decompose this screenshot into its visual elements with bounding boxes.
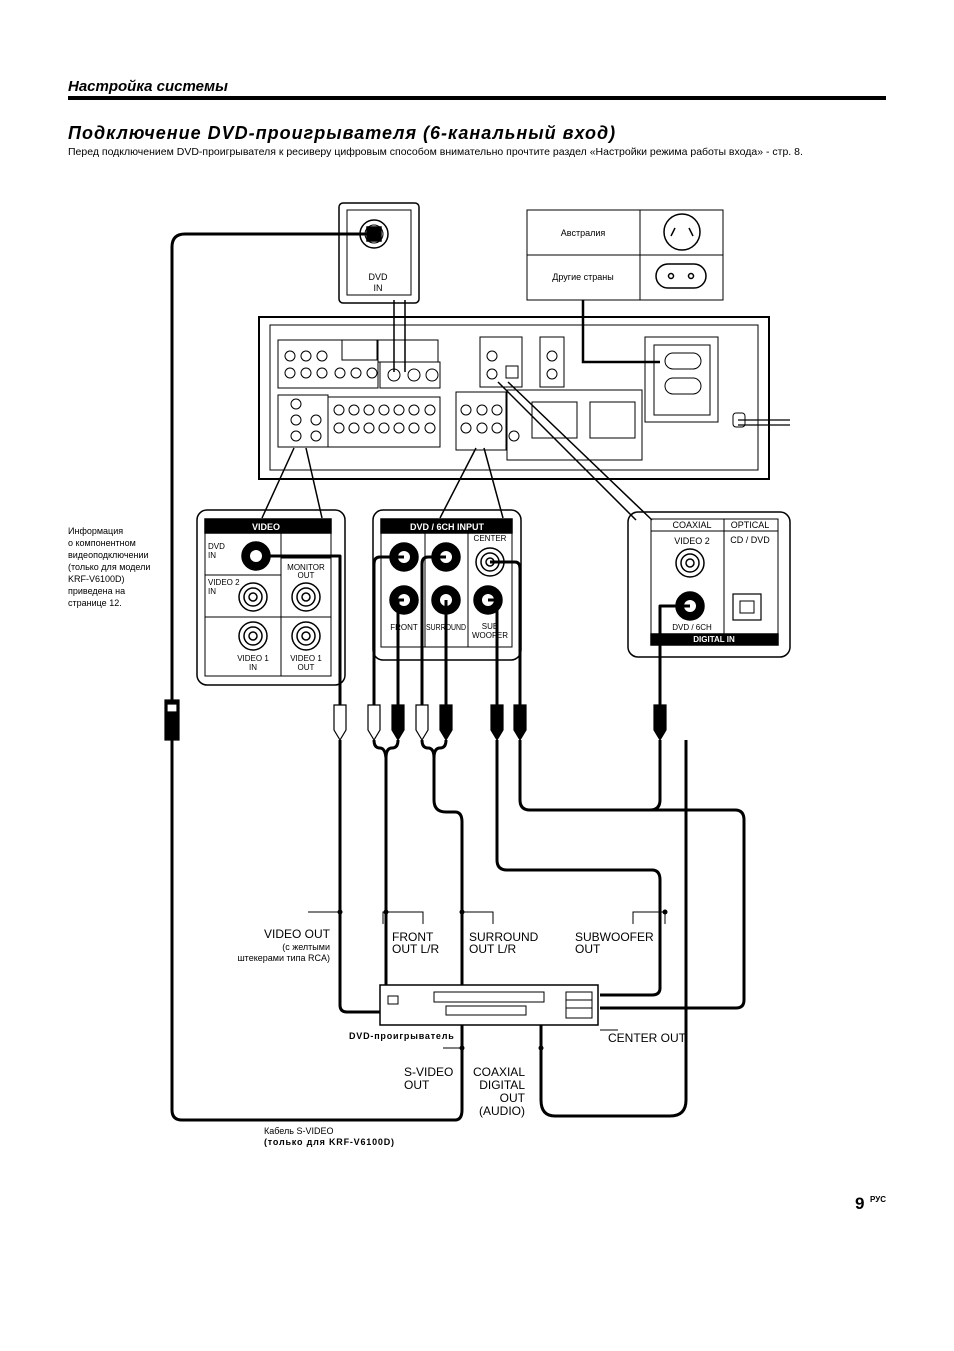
svg-text:о компонентном: о компонентном	[68, 538, 136, 548]
component-note: Информация о компонентном видеоподключен…	[68, 526, 150, 608]
svg-text:OUT L/R: OUT L/R	[392, 942, 439, 956]
cable-note: Кабель S-VIDEO	[264, 1126, 333, 1136]
svg-text:OUT: OUT	[298, 571, 315, 580]
receiver-rear-panel	[258, 300, 790, 480]
svg-text:IN: IN	[208, 551, 216, 560]
coaxial-out-label: COAXIAL	[473, 1065, 525, 1079]
video2-in-label: VIDEO 2	[208, 578, 240, 587]
zoom-lines	[261, 300, 653, 521]
plug-table	[526, 209, 724, 301]
surround-out-label: SURROUND	[469, 930, 539, 944]
header-rule	[68, 96, 886, 100]
svg-text:DIGITAL: DIGITAL	[479, 1078, 525, 1092]
video-panel	[196, 509, 346, 686]
dvd-in-label: DVD	[208, 542, 225, 551]
dvd-6ch-label: DVD / 6CH	[672, 623, 712, 632]
cd-dvd-label: CD / DVD	[730, 535, 770, 545]
front-label: FRONT	[390, 623, 418, 632]
svg-text:IN: IN	[249, 663, 257, 672]
plug-row-other: Другие страны	[552, 272, 613, 282]
svg-text:OUT: OUT	[575, 942, 601, 956]
cables	[170, 232, 746, 1122]
svg-text:странице 12.: странице 12.	[68, 598, 122, 608]
plug-row-australia: Австралия	[561, 228, 606, 238]
video1-out-label: VIDEO 1	[290, 654, 322, 663]
svg-text:KRF-V6100D): KRF-V6100D)	[68, 574, 125, 584]
svideo-out-label: S-VIDEO	[404, 1065, 453, 1079]
svg-text:OUT: OUT	[298, 663, 315, 672]
section-heading: Настройка системы	[68, 78, 228, 95]
six-ch-header: DVD / 6CH INPUT	[410, 522, 485, 532]
video-panel-header: VIDEO	[252, 522, 280, 532]
video1-in-label: VIDEO 1	[237, 654, 269, 663]
svg-text:OUT: OUT	[404, 1078, 430, 1092]
center-out-label: CENTER OUT	[608, 1031, 687, 1045]
svg-text:видеоподключении: видеоподключении	[68, 550, 149, 560]
digital-in-label: DIGITAL IN	[693, 635, 735, 644]
front-out-label: FRONT	[392, 930, 434, 944]
surround-label: SURROUND	[426, 623, 466, 632]
page-title: Подключение DVD-проигрывателя (6-канальн…	[68, 123, 617, 143]
monitor-out-label: MONITOR	[287, 563, 325, 572]
euro-plug-icon	[655, 263, 707, 289]
svg-text:Информация: Информация	[68, 526, 123, 536]
page-language: РУС	[870, 1195, 886, 1204]
svg-text:(только для модели: (только для модели	[68, 562, 150, 572]
optical-label: OPTICAL	[731, 520, 770, 530]
svg-text:(AUDIO): (AUDIO)	[479, 1104, 525, 1118]
center-label: CENTER	[474, 534, 507, 543]
svg-text:штекерами типа RCA): штекерами типа RCA)	[237, 953, 330, 963]
svg-text:OUT L/R: OUT L/R	[469, 942, 516, 956]
svideo-in-label: IN	[374, 283, 383, 293]
page-number: 9	[855, 1194, 865, 1213]
subwoofer-label: SUB	[482, 622, 498, 631]
intro-text: Перед подключением DVD-проигрывателя к р…	[68, 146, 803, 158]
video-out-label: VIDEO OUT	[264, 927, 331, 941]
leader-dots	[337, 909, 668, 1051]
dvd-player-name: DVD-проигрыватель	[349, 1031, 455, 1041]
svideo-dvd-label: DVD	[368, 272, 388, 282]
plugs	[164, 699, 667, 742]
svg-text:(с желтыми: (с желтыми	[282, 942, 330, 952]
svg-text:WOOFER: WOOFER	[472, 631, 508, 640]
video2-digital-label: VIDEO 2	[674, 536, 710, 546]
dvd-player-body	[379, 984, 599, 1026]
svg-text:OUT: OUT	[500, 1091, 526, 1105]
svg-text:приведена на: приведена на	[68, 586, 125, 596]
coaxial-label: COAXIAL	[672, 520, 711, 530]
australia-plug-icon	[663, 213, 701, 251]
svg-text:(только для KRF-V6100D): (только для KRF-V6100D)	[264, 1137, 395, 1147]
subwoofer-out-label: SUBWOOFER	[575, 930, 654, 944]
svg-text:IN: IN	[208, 587, 216, 596]
